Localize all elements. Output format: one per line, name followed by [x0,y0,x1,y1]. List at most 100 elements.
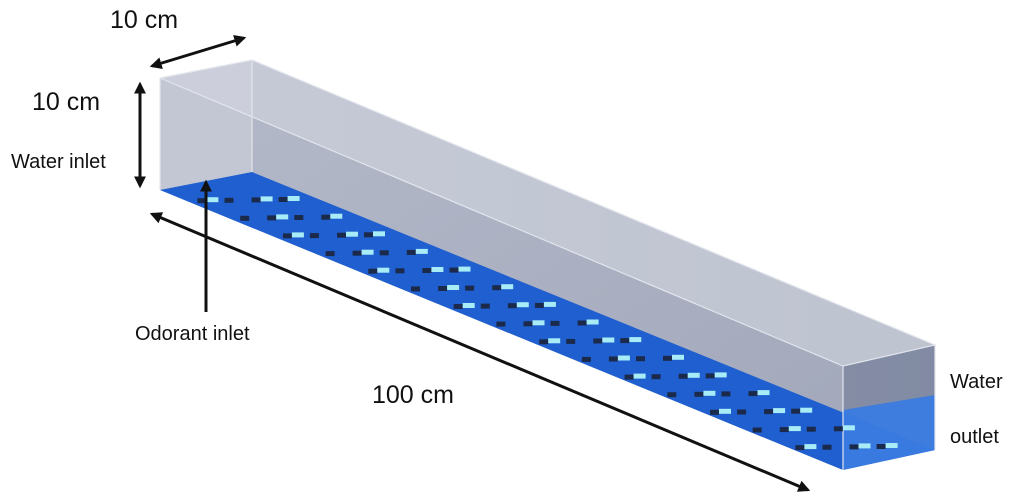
floor-block-light [206,197,219,203]
floor-block-light [377,267,390,273]
floor-block-dark [480,303,490,309]
floor-block-dark [721,391,731,397]
floor-block-dark [663,355,672,361]
floor-block-dark [833,426,843,432]
floor-block-light [361,249,374,255]
floor-block-dark [620,338,630,344]
floor-block-dark [496,321,506,327]
floor-block-dark [752,427,762,433]
floor-block-light [276,214,289,220]
floor-block-dark [224,197,234,203]
floor-block-dark [449,267,459,273]
floor-block-dark [795,445,805,451]
floor-block-dark [636,356,645,362]
floor-block-dark [624,374,634,380]
floor-block-dark [694,391,704,397]
floor-block-dark [764,409,774,415]
floor-block-light [373,231,385,237]
floor-block-light [458,266,471,272]
floor-block-dark [534,302,544,308]
floor-block-light [447,285,460,290]
floor-block-light [501,284,514,290]
floor-block-light [346,231,358,237]
floor-block-light [629,337,642,343]
floor-block-dark [325,251,335,257]
floor-block-light [330,213,343,219]
floor-block-dark [523,321,533,327]
floor-block-dark [539,339,549,345]
floor-block-light [287,196,300,201]
floor-block-dark [876,444,886,449]
water-outlet-label-line2: outlet [950,426,999,448]
floor-block-light [885,443,898,448]
length-arrow [149,212,811,492]
floor-block-light [719,408,731,414]
floor-block-dark [779,427,789,433]
floor-block-light [260,196,273,202]
floor-block-dark [492,285,502,291]
floor-block-dark [267,215,277,221]
floor-block-light [532,320,545,326]
floor-block-dark [710,409,719,415]
floor-block-dark [806,426,816,432]
tank-outlet-face [843,395,935,470]
floor-block-dark [240,215,250,221]
floor-block-light [415,248,428,254]
floor-block-dark [438,286,448,291]
floor-block-dark [550,320,560,326]
floor-block-dark [791,408,801,414]
floor-block-dark [608,356,618,362]
floor-block-dark [395,268,405,274]
floor-block-dark [678,373,688,379]
odorant-inlet-label: Odorant inlet [135,323,250,345]
width-label: 10 cm [110,6,179,34]
floor-block-dark [411,286,420,292]
floor-block-dark [822,444,832,450]
floor-block-dark [577,320,587,326]
floor-block-light [431,267,444,272]
floor-block-light [687,372,700,378]
length-label: 100 cm [372,381,454,409]
floor-block-dark [337,232,346,238]
floor-block-light [800,407,813,413]
floor-block-dark [251,197,261,203]
floor-block-light [586,319,599,325]
floor-block-dark [309,233,319,239]
floor-block-dark [321,214,331,220]
floor-block-light [548,338,561,344]
floor-block-dark [352,250,362,256]
floor-block-dark [593,338,603,344]
floor-block-dark [705,373,715,379]
floor-block-dark [422,268,432,273]
floor-block-dark [566,338,576,344]
floor-block-dark [581,356,591,362]
floor-block-light [714,372,727,378]
floor-block-light [788,426,801,432]
floor-block-light [858,443,871,449]
floor-block-dark [748,391,758,397]
floor-block-light [842,425,855,431]
floor-block-dark [453,304,463,309]
floor-block-dark [737,409,747,415]
height-label: 10 cm [32,88,101,116]
floor-block-dark [667,392,677,398]
floor-block-light [543,301,556,307]
floor-block-dark [368,268,378,274]
floor-block-light [703,390,716,396]
floor-block-light [757,390,770,396]
tank-inlet-wall [160,60,252,190]
floor-block-light [516,302,529,308]
floor-block-dark [282,233,292,239]
floor-block-light [773,408,786,414]
floor-block-dark [507,303,517,309]
water-outlet-label-line1: Water [950,371,1003,393]
width-arrow [149,35,247,69]
water-inlet-label: Water inlet [11,151,106,173]
floor-block-dark [197,198,207,204]
floor-block-dark [465,285,475,291]
floor-block-light [602,337,615,343]
floor-block-dark [278,197,288,202]
floor-block-dark [849,444,859,450]
floor-block-dark [294,215,304,220]
